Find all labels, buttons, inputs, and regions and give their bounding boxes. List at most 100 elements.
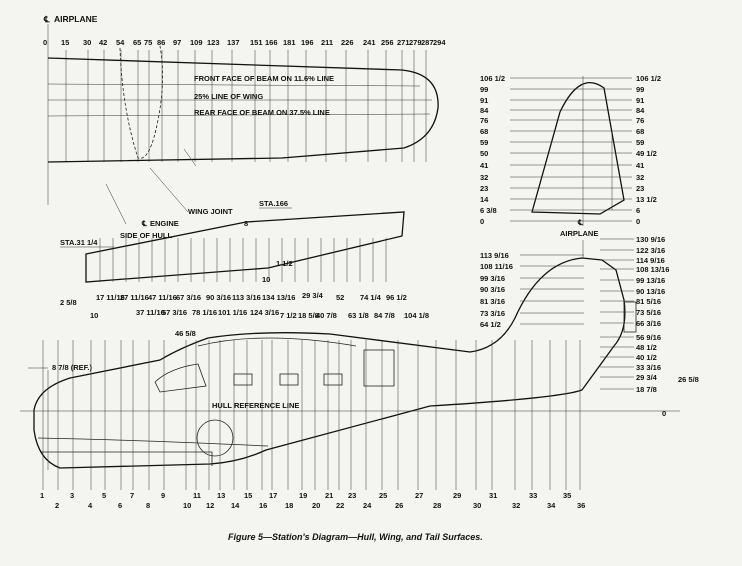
rear-beam-note: REAR FACE OF BEAM ON 37.5% LINE [194,108,330,117]
wing-station-label: 211 [321,38,333,47]
vtail-left-station-label: 59 [480,138,488,147]
hull-right-station-label: 114 9/16 [636,256,665,265]
vtail-left-station-label: 91 [480,96,488,105]
hull-right-station-label: 48 1/2 [636,343,657,352]
vtail-right-station-label: 0 [636,217,640,226]
quarter-chord-note: 25% LINE OF WING [194,92,263,101]
wing-centerline-symbol: ℄ [43,14,50,24]
vtail-left-station-label: 76 [480,116,488,125]
figure-caption: Figure 5—Station's Diagram—Hull, Wing, a… [228,532,483,542]
hull-right-station-label: 73 5/16 [636,308,661,317]
hull-station-number: 23 [348,491,356,500]
hull-ref-label: 8 7/8 (REF.) [52,363,93,372]
hull-side-view: AIRPLANE 0 HULL REFERENCE LINE 8 7/8 (RE… [20,229,699,510]
hull-station-number: 2 [55,501,59,510]
hull-right-station-label: 29 3/4 [636,373,658,382]
htail-station-label: 113 3/16 [232,293,261,302]
vtail-right-station-label: 13 1/2 [636,195,657,204]
engine-centerline-symbol: ℄ [141,219,148,228]
hull-station-number: 1 [40,491,44,500]
hull-left-station-label: 81 3/16 [480,297,505,306]
vtail-outline [531,82,625,215]
wing-station-label: 15 [61,38,69,47]
vtail-right-station-label: 76 [636,116,644,125]
vtail-left-station-label: 84 [480,106,489,115]
wing-station-label: 65 [133,38,141,47]
hull-right-station-label: 130 9/16 [636,235,665,244]
vtail-right-station-label: 99 [636,85,644,94]
htail-station-label: 2 5/8 [60,298,77,307]
hull-station-number: 25 [379,491,387,500]
htail-station-label: 17 11/16 [96,293,125,302]
hull-station-number: 36 [577,501,585,510]
wing-joint-leader [149,167,189,213]
hull-left-station-label: 113 9/16 [480,251,509,260]
cabin-window-1 [233,373,253,386]
vtail-right-station-label: 23 [636,184,644,193]
vtail-right-station-label: 59 [636,138,644,147]
hull-left-station-label: 73 3/16 [480,309,505,318]
vtail-right-station-label: 6 [636,206,640,215]
hull-station-number: 30 [473,501,481,510]
vtail-right-station-label: 32 [636,173,644,182]
hull-left-station-label: 108 11/16 [480,262,513,271]
wing-station-label: 196 [301,38,314,47]
htail-station-label: 40 7/8 [316,311,337,320]
vtail-left-station-label: 32 [480,173,488,182]
wing-station-label: 123 [207,38,220,47]
htail-station-label: 29 3/4 [302,291,324,300]
hull-chine-line [37,437,269,447]
vtail-right-station-label: 84 [636,106,645,115]
wing-station-lines [65,50,427,162]
htail-station-label: 10 [90,311,98,320]
wing-station-label: 97 [173,38,181,47]
hull-right-station-label: 18 7/8 [636,385,657,394]
hull-left-station-label: 99 3/16 [480,274,505,283]
landing-gear-wheel [196,419,234,457]
hull-right-station-label: 81 5/16 [636,297,661,306]
wing-station-label: 30 [83,38,91,47]
wing-station-label: 271 [397,38,410,47]
vtail-left-station-label: 106 1/2 [480,74,505,83]
vtail-right-station-label: 91 [636,96,644,105]
htail-station-label: 78 1/16 [192,308,217,317]
hull-station-number: 18 [285,501,293,510]
vtail-left-station-label: 50 [480,149,488,158]
hull-station-number: 20 [312,501,320,510]
hull-station-number: 28 [433,501,441,510]
htail-station-label: 57 3/16 [162,308,187,317]
htail-station-lines [99,238,387,282]
hull-station-lines [42,238,634,490]
htail-station-label: 7 1/2 [280,311,297,320]
hull-right-station-label: 40 1/2 [636,353,657,362]
hull-outline [33,257,626,469]
hull-station-number: 21 [325,491,333,500]
htail-station-label: 74 1/4 [360,293,382,302]
vtail-left-station-label: 41 [480,161,488,170]
engine-label: ENGINE [150,219,179,228]
hull-station-number: 16 [259,501,267,510]
hull-station-number: 11 [193,491,201,500]
hull-station-number: 26 [395,501,403,510]
hull-station-number: 15 [244,491,252,500]
tail-bumper [623,301,637,333]
vtail-left-station-label: 99 [480,85,488,94]
engine-leader [183,148,197,167]
hull-extra-label: 26 5/8 [678,375,699,384]
hull-reference-label: HULL REFERENCE LINE [212,401,299,410]
vtail-left-station-label: 0 [480,217,484,226]
hull-station-number: 34 [547,501,556,510]
hull-step-line [40,451,213,466]
vtail-left-station-label: 68 [480,127,488,136]
wing-station-label: 241 [363,38,376,47]
hull-station-number: 10 [183,501,191,510]
vtail-station-lines [510,77,632,222]
